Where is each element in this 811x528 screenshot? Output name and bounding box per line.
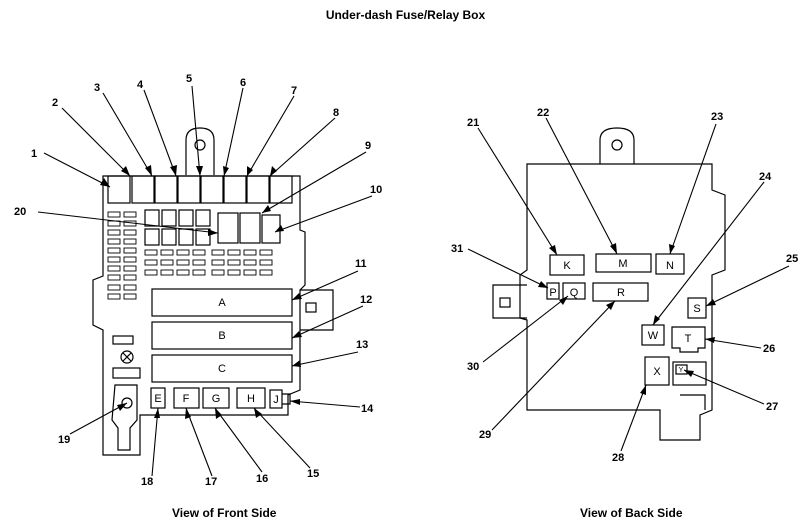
back-leader-lines	[467, 117, 790, 452]
relay-K-label: K	[563, 260, 571, 272]
callout-4: 4	[137, 79, 144, 91]
relay-G-label: G	[212, 393, 221, 405]
callout-18: 18	[141, 476, 153, 488]
relay-B-label: B	[218, 330, 225, 342]
callout-6: 6	[240, 77, 246, 89]
relay-E-label: E	[154, 393, 161, 405]
callout-23: 23	[711, 111, 723, 123]
relay-Q-label: Q	[570, 287, 579, 299]
back-callouts: 21 22 23 24 25 26 27 28 29 30 31	[451, 107, 798, 464]
callout-31: 31	[451, 243, 463, 255]
callout-29: 29	[479, 429, 491, 441]
callout-9: 9	[365, 140, 371, 152]
callout-30: 30	[467, 361, 479, 373]
callout-26: 26	[763, 343, 775, 355]
callout-3: 3	[94, 82, 100, 94]
callout-24: 24	[759, 171, 772, 183]
relay-J-label: J	[273, 394, 279, 406]
front-fuse-box	[92, 127, 334, 456]
back-arrowheads	[538, 243, 716, 395]
callout-27: 27	[766, 401, 778, 413]
back-view-caption: View of Back Side	[580, 506, 683, 520]
callout-20: 20	[14, 206, 26, 218]
relay-X-label: X	[653, 366, 661, 378]
relay-M-label: M	[618, 258, 627, 270]
callout-10: 10	[370, 184, 382, 196]
front-callouts: 1 2 3 4 5 6 7 8 9 10 11 12 13 14 15 16 1…	[14, 73, 382, 488]
relay-W-label: W	[648, 330, 659, 342]
back-fuse-box	[492, 127, 726, 441]
callout-13: 13	[356, 339, 368, 351]
relay-A-label: A	[218, 297, 226, 309]
callout-16: 16	[256, 473, 268, 485]
relay-Y-label: Y	[679, 367, 684, 374]
callout-21: 21	[467, 117, 479, 129]
callout-15: 15	[307, 468, 319, 480]
front-leader-lines	[37, 85, 373, 477]
relay-N-label: N	[666, 260, 674, 272]
callout-7: 7	[291, 85, 297, 97]
callout-11: 11	[355, 258, 367, 270]
callout-17: 17	[205, 476, 217, 488]
callout-25: 25	[786, 253, 798, 265]
relay-P-label: P	[549, 287, 556, 299]
callout-5: 5	[186, 73, 192, 85]
relay-R-label: R	[617, 287, 625, 299]
callout-1: 1	[31, 148, 37, 160]
relay-H-label: H	[247, 393, 255, 405]
callout-19: 19	[58, 434, 70, 446]
diagram-title: Under-dash Fuse/Relay Box	[325, 8, 486, 22]
callout-12: 12	[360, 294, 372, 306]
relay-F-label: F	[183, 393, 190, 405]
callout-28: 28	[612, 452, 624, 464]
front-view-caption: View of Front Side	[172, 506, 277, 520]
relay-C-label: C	[218, 363, 226, 375]
front-arrowheads	[100, 165, 302, 419]
callout-22: 22	[537, 107, 549, 119]
relay-T-label: T	[685, 333, 692, 345]
callout-14: 14	[361, 403, 374, 415]
callout-2: 2	[52, 97, 58, 109]
callout-8: 8	[333, 107, 339, 119]
relay-S-label: S	[693, 303, 700, 315]
